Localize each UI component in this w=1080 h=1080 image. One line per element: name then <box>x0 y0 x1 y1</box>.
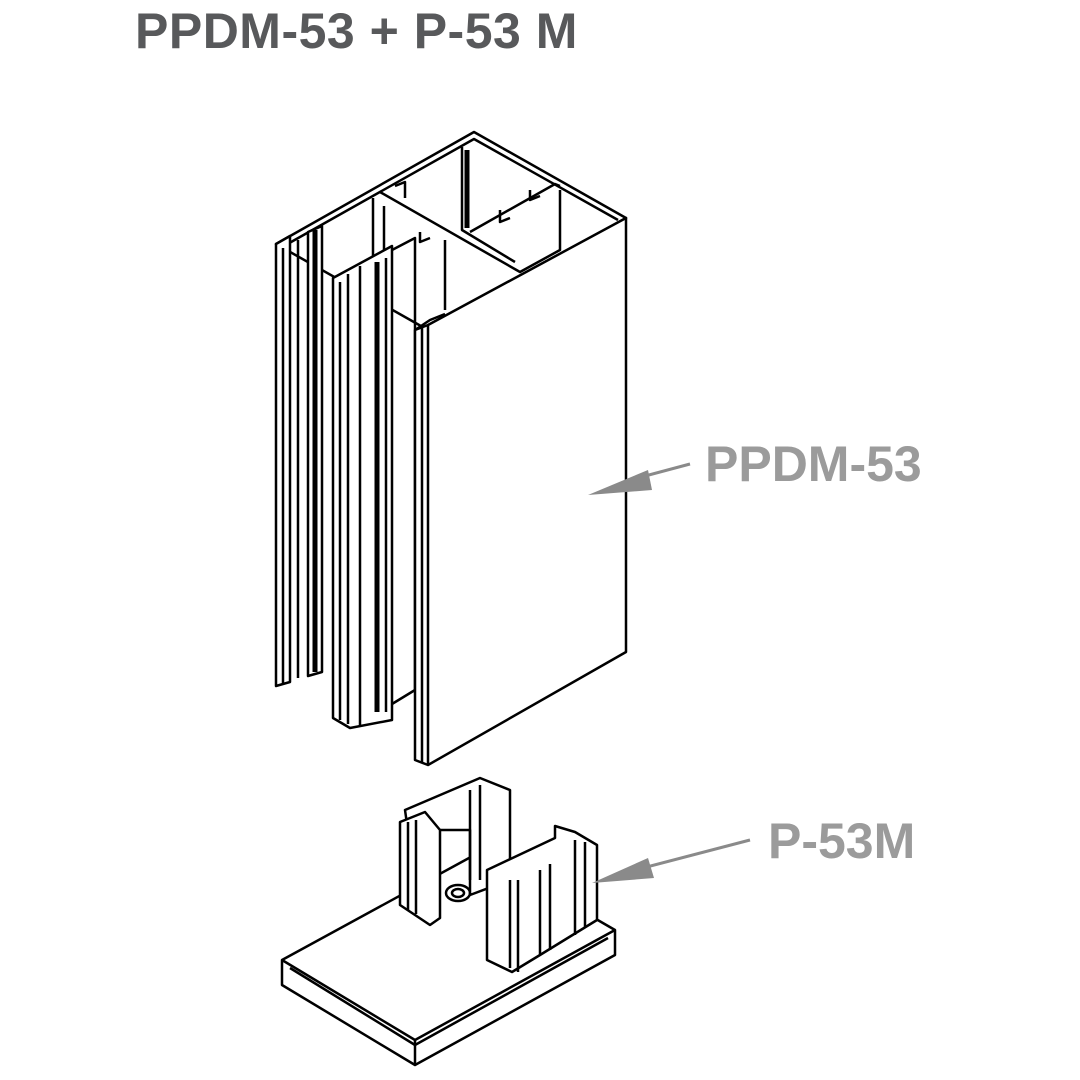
callout-arrow-ppdm-53 <box>588 462 691 495</box>
callout-arrow-p-53m <box>592 838 751 883</box>
ppdm-53-profile <box>274 130 628 767</box>
p-53m-end-cap <box>280 776 617 1067</box>
callout-label-ppdm-53: PPDM-53 <box>705 436 922 492</box>
diagram-title: PPDM-53 + P-53 M <box>135 3 578 59</box>
callout-label-p-53m: P-53M <box>768 813 916 869</box>
